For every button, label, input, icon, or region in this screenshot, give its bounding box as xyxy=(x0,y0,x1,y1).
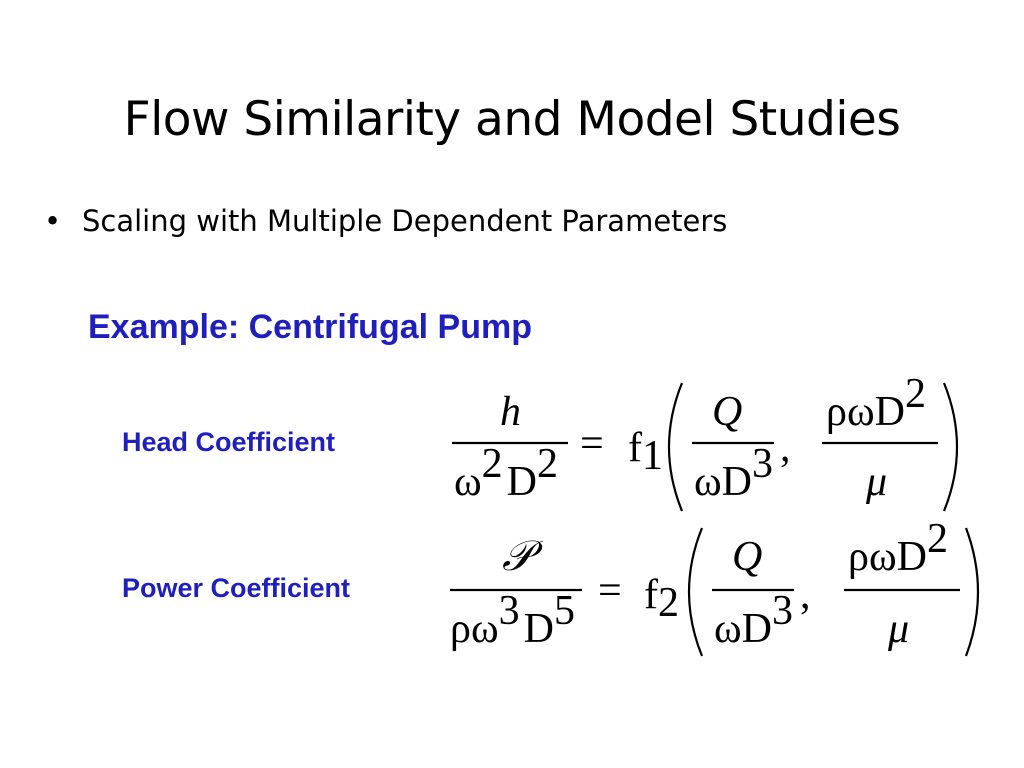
head-left-paren xyxy=(667,382,684,512)
power-lhs-numerator: 𝒫 xyxy=(502,534,543,580)
bullet-text: Scaling with Multiple Dependent Paramete… xyxy=(82,204,728,238)
head-coefficient-equation: h ω2D2 = f1 Q ωD3 , ρωD2 μ xyxy=(452,371,959,512)
power-equals: = xyxy=(598,568,622,614)
head-arg1-denominator: ωD3 xyxy=(694,441,773,505)
power-arg2-numerator: ρωD2 xyxy=(848,516,948,580)
head-arg2-denominator: μ xyxy=(865,459,887,505)
head-arg1-numerator: Q xyxy=(712,389,742,435)
power-arg1-numerator: Q xyxy=(732,534,762,580)
head-equals: = xyxy=(580,421,604,467)
power-right-paren xyxy=(964,527,980,657)
example-heading: Example: Centrifugal Pump xyxy=(88,308,532,346)
head-arg2-numerator: ρωD2 xyxy=(826,371,926,435)
power-arg1-denominator: ωD3 xyxy=(714,588,793,652)
head-right-paren xyxy=(942,382,959,512)
power-comma: , xyxy=(800,572,811,618)
head-function: f1 xyxy=(628,425,663,479)
bullet-item: • Scaling with Multiple Dependent Paramet… xyxy=(44,204,727,238)
head-lhs-denominator: ω2D2 xyxy=(454,441,558,505)
power-coefficient-label: Power Coefficient xyxy=(122,573,351,603)
power-coefficient-equation: 𝒫 ρω3D5 = f2 Q ωD3 , ρωD2 μ xyxy=(450,516,980,657)
head-comma: , xyxy=(780,425,791,471)
power-function: f2 xyxy=(644,572,679,626)
slide-title: Flow Similarity and Model Studies xyxy=(123,92,901,147)
power-arg2-denominator: μ xyxy=(887,606,909,652)
head-coefficient-label: Head Coefficient xyxy=(122,427,336,457)
bullet-icon: • xyxy=(44,204,62,238)
head-lhs-numerator: h xyxy=(500,389,521,435)
power-left-paren xyxy=(687,527,704,657)
power-lhs-denominator: ρω3D5 xyxy=(450,588,575,652)
